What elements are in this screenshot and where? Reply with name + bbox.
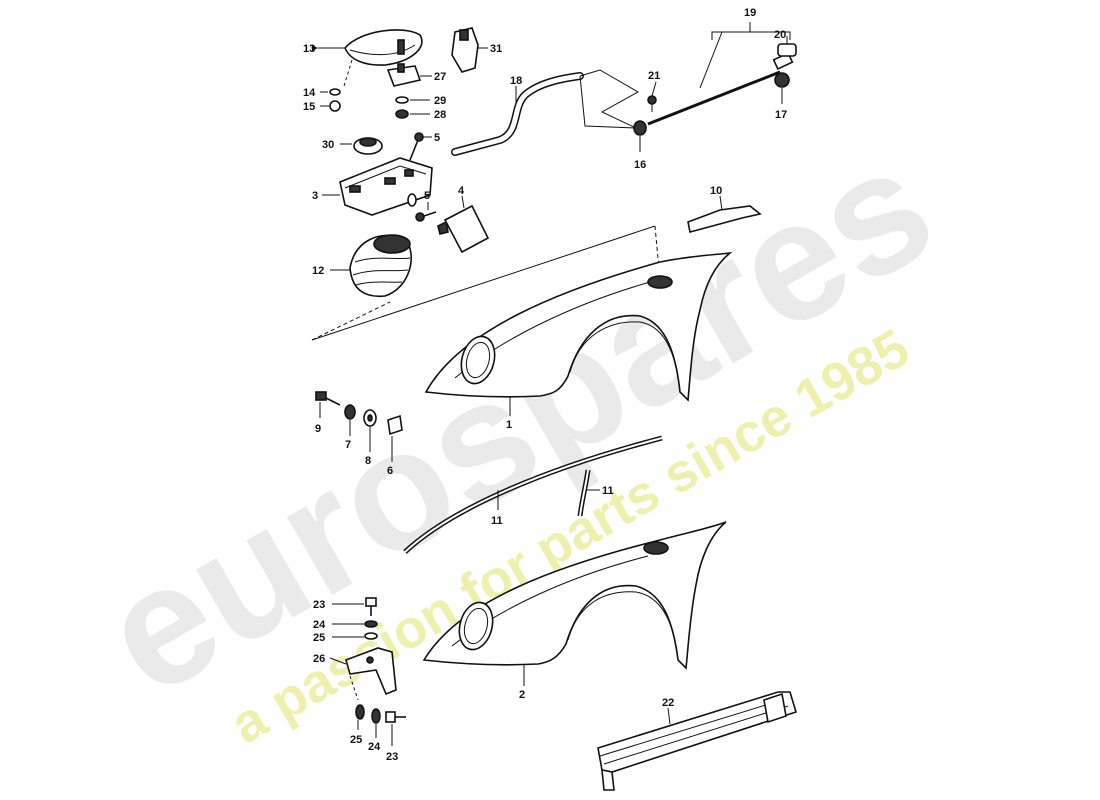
part-20-knob — [777, 36, 797, 57]
label-29: 29 — [434, 95, 446, 107]
part-5-screw-lower — [415, 202, 437, 222]
part-25-washer-upper — [332, 632, 378, 640]
label-19: 19 — [744, 7, 756, 19]
label-22: 22 — [662, 697, 674, 709]
part-11-seal-short — [577, 469, 600, 517]
label-7: 7 — [345, 439, 351, 451]
part-24-washer-upper — [332, 620, 378, 628]
label-24b: 24 — [368, 741, 381, 753]
label-5a: 5 — [434, 132, 440, 144]
part-11-seal-long — [403, 435, 663, 554]
label-4: 4 — [458, 185, 465, 197]
part-23-bolt-upper — [332, 597, 377, 616]
label-16: 16 — [634, 159, 646, 171]
label-6: 6 — [387, 465, 393, 477]
part-6-clip — [387, 414, 403, 462]
label-8: 8 — [365, 455, 371, 467]
part-10-strip — [687, 195, 762, 233]
part-15-nut — [320, 100, 341, 112]
part-22-sill — [597, 691, 797, 791]
label-23b: 23 — [386, 751, 398, 763]
label-11a: 11 — [491, 515, 503, 527]
part-29-washer — [395, 96, 430, 104]
label-11b: 11 — [602, 485, 614, 497]
label-27: 27 — [434, 71, 446, 83]
label-3: 3 — [312, 190, 318, 202]
part-2-fender — [422, 521, 727, 686]
part-8-washer — [363, 409, 377, 452]
label-18: 18 — [510, 75, 522, 87]
label-2: 2 — [519, 689, 525, 701]
part-5-screw-upper — [409, 132, 432, 161]
part-12-boot — [330, 234, 412, 298]
label-12: 12 — [312, 265, 324, 277]
label-1: 1 — [506, 419, 512, 431]
part-24-washer-lower — [371, 708, 381, 738]
label-21: 21 — [648, 70, 660, 82]
part-13-cover — [312, 29, 423, 66]
part-25-washer-lower — [355, 704, 365, 730]
part-19-cable — [633, 22, 794, 136]
label-9: 9 — [315, 423, 321, 435]
part-18-hose — [451, 72, 584, 156]
part-1-fender — [424, 251, 733, 416]
label-14: 14 — [303, 87, 316, 99]
label-23a: 23 — [313, 599, 325, 611]
part-4-flap — [437, 195, 490, 254]
label-13: 13 — [303, 43, 315, 55]
part-17-grommet — [774, 72, 790, 104]
part-9-bolt — [315, 391, 341, 418]
part-30-cap — [340, 137, 383, 155]
part-14-washer — [320, 88, 341, 96]
label-30: 30 — [322, 139, 334, 151]
label-24a: 24 — [313, 619, 326, 631]
label-5b: 5 — [424, 190, 430, 202]
part-21-screw — [647, 81, 657, 112]
label-10: 10 — [710, 185, 722, 197]
part-3-filler-housing — [322, 157, 433, 216]
label-17: 17 — [775, 109, 787, 121]
part-23-bolt-lower — [385, 711, 406, 746]
label-25b: 25 — [350, 734, 362, 746]
label-15: 15 — [303, 101, 315, 113]
label-26: 26 — [313, 653, 325, 665]
label-25a: 25 — [313, 632, 325, 644]
part-7-washer — [344, 404, 356, 436]
part-27-bracket — [386, 63, 432, 87]
part-26-bracket — [329, 647, 397, 696]
label-31: 31 — [490, 43, 502, 55]
part-31-latch — [451, 27, 488, 73]
label-20: 20 — [774, 29, 786, 41]
label-28: 28 — [434, 109, 446, 121]
part-28-grommet — [395, 109, 430, 119]
